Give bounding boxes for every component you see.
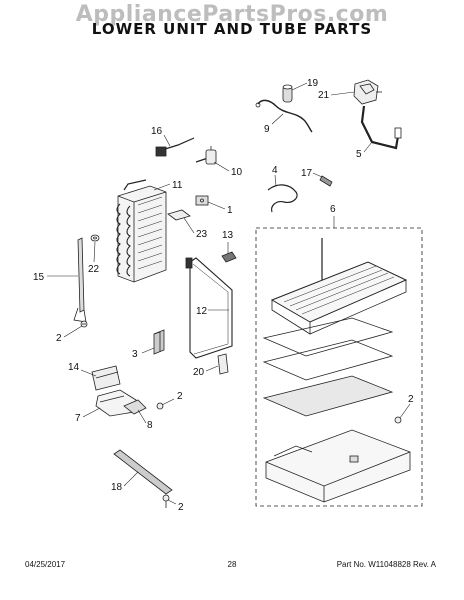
callout-20: 20 bbox=[193, 367, 205, 378]
part-21-drawing bbox=[353, 79, 382, 105]
callout-2b: 2 bbox=[177, 391, 183, 402]
part-14-drawing bbox=[91, 365, 121, 391]
part-11-drawing bbox=[116, 179, 167, 283]
part-8-drawing bbox=[123, 399, 147, 415]
part-2a-drawing bbox=[80, 320, 88, 328]
callout-14: 14 bbox=[68, 362, 80, 373]
callout-15: 15 bbox=[33, 272, 45, 283]
part-2b-drawing bbox=[156, 402, 164, 410]
callout-9: 9 bbox=[264, 124, 270, 135]
part-10-drawing bbox=[195, 146, 217, 165]
callout-17: 17 bbox=[301, 168, 313, 179]
callout-13: 13 bbox=[222, 230, 234, 241]
part-3-drawing bbox=[153, 329, 165, 355]
callout-6: 6 bbox=[330, 204, 336, 215]
part-12-drawing bbox=[185, 257, 233, 359]
part-23-drawing bbox=[167, 209, 191, 221]
part-4-drawing bbox=[267, 184, 298, 213]
part-5-drawing bbox=[360, 105, 402, 150]
footer-part-number: Part No. W11048828 Rev. A bbox=[336, 560, 436, 569]
callout-7: 7 bbox=[75, 413, 81, 424]
part-6-plate-1 bbox=[262, 317, 394, 357]
part-15-drawing bbox=[73, 237, 87, 323]
page-title: LOWER UNIT AND TUBE PARTS bbox=[91, 20, 373, 38]
part-20-drawing bbox=[217, 353, 229, 375]
part-6-assembly-box bbox=[255, 227, 423, 507]
callout-12: 12 bbox=[196, 306, 208, 317]
callout-2d: 2 bbox=[408, 394, 414, 405]
part-18-drawing bbox=[113, 449, 173, 495]
part-1-drawing bbox=[195, 195, 209, 206]
callout-2a: 2 bbox=[56, 333, 62, 344]
part-22-drawing bbox=[90, 234, 100, 242]
callout-3: 3 bbox=[132, 349, 138, 360]
callout-4: 4 bbox=[272, 165, 278, 176]
part-6-tray-drawing bbox=[270, 238, 408, 335]
callout-5: 5 bbox=[356, 149, 362, 160]
callout-11: 11 bbox=[172, 180, 183, 191]
callout-8: 8 bbox=[147, 420, 153, 431]
part-19-drawing bbox=[282, 84, 293, 103]
part-2d-drawing bbox=[394, 416, 402, 424]
callout-19: 19 bbox=[307, 78, 319, 89]
part-2c-drawing bbox=[162, 494, 170, 508]
callout-18: 18 bbox=[111, 482, 123, 493]
callout-21: 21 bbox=[318, 90, 330, 101]
callout-10: 10 bbox=[231, 167, 243, 178]
part-6-pan-drawing bbox=[265, 429, 411, 503]
callout-1: 1 bbox=[227, 205, 233, 216]
callout-16: 16 bbox=[151, 126, 163, 137]
part-16-drawing bbox=[155, 137, 195, 157]
callout-2c: 2 bbox=[178, 502, 184, 513]
callout-labels: 19 21 9 5 16 10 4 17 11 1 23 22 15 13 12… bbox=[33, 78, 414, 513]
watermark: AppliancePartsPros.com bbox=[75, 2, 389, 27]
part-17-drawing bbox=[319, 175, 333, 187]
footer-date: 04/25/2017 bbox=[25, 560, 66, 569]
leader-lines bbox=[47, 82, 411, 505]
callout-22: 22 bbox=[88, 264, 100, 275]
part-6-plate-2 bbox=[262, 339, 394, 381]
part-6-plate-3 bbox=[262, 375, 394, 417]
part-13-drawing bbox=[221, 251, 237, 263]
footer-page-number: 28 bbox=[227, 560, 237, 569]
callout-23: 23 bbox=[196, 229, 208, 240]
part-9-drawing bbox=[255, 99, 313, 133]
